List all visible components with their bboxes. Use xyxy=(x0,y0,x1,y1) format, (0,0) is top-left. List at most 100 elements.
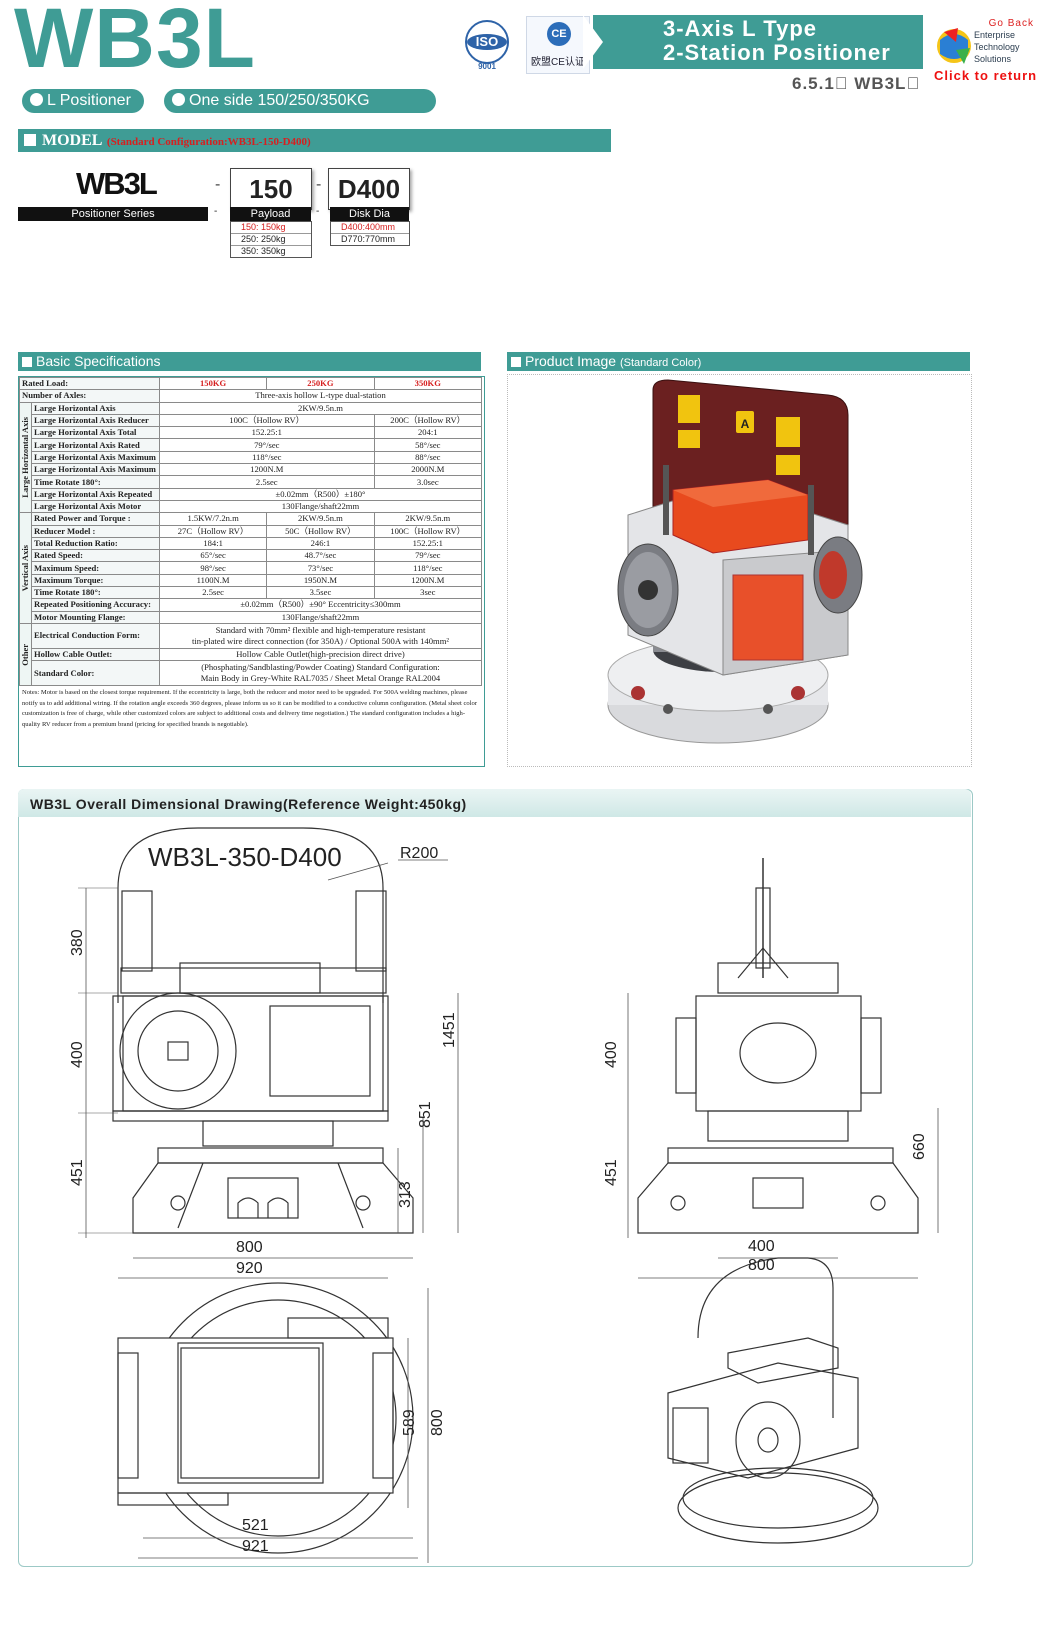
side-dim-400-width: 400 xyxy=(748,1238,775,1255)
spec-value: ±0.02mm（R500）±90° Eccentricity≤300mm xyxy=(158,598,483,612)
goback-line-1: Enterprise xyxy=(974,30,1016,40)
dimension-title-bar xyxy=(18,789,971,817)
spec-label: Repeated Positioning Accuracy: xyxy=(31,598,160,612)
spec-label: Large Horizontal Axis Total xyxy=(31,426,160,440)
spec-value: tin-plated wire direct connection (for 3… xyxy=(191,635,449,646)
spec-value: 98°/sec xyxy=(158,561,268,575)
iso-number: 9001 xyxy=(478,62,496,70)
pill-l-positioner: L Positioner xyxy=(22,89,144,113)
spec-value: 1200N.M xyxy=(373,573,483,588)
section-code: 6.5.1  WB3L  xyxy=(792,74,921,93)
spec-value: 79°/sec xyxy=(158,438,375,452)
spec-value: 200C（Hollow RV） xyxy=(373,413,483,428)
title-banner-notch xyxy=(583,15,603,69)
spec-label: Large Horizontal Axis Motor xyxy=(31,499,160,514)
spec-value: 58°/sec xyxy=(373,438,483,452)
spec-value: 73°/sec xyxy=(266,561,375,575)
spec-value: 2.5sec xyxy=(158,586,268,600)
goback-line-2: Technology xyxy=(974,42,1020,52)
spec-value: 100C（Hollow RV） xyxy=(158,413,375,428)
payload-code-box: 150 xyxy=(230,168,312,210)
square-bullet-icon xyxy=(22,357,32,367)
spec-label: Large Horizontal Axis Rated xyxy=(31,438,160,452)
product-image-frame: A xyxy=(507,374,972,767)
group-large-horizontal-label: Large Horizontal Axis xyxy=(20,417,31,498)
dash: - xyxy=(215,176,221,193)
spec-value: 2000N.M xyxy=(373,463,483,477)
group-other-label: Other xyxy=(20,643,31,666)
spec-value: 65°/sec xyxy=(158,549,268,563)
spec-value: 50C（Hollow RV） xyxy=(266,524,375,538)
spec-value: 118°/sec xyxy=(373,561,483,575)
payload-option: 250: 250kg xyxy=(231,234,311,246)
dash: - xyxy=(214,206,218,217)
goback-line-3: Solutions xyxy=(974,54,1012,64)
spec-label: Maximum Speed: xyxy=(31,561,160,575)
spec-value: 130Flange/shaft22mm xyxy=(158,610,483,624)
square-bullet-icon xyxy=(24,134,36,146)
dim-400: 400 xyxy=(69,1041,86,1068)
title-banner xyxy=(593,15,923,69)
model-section-bar: MODEL (Standard Configuration:WB3L-150-D… xyxy=(18,129,611,152)
spec-value: Hollow Cable Outlet(high-precision direc… xyxy=(158,647,483,662)
spec-value: 2KW/9.5n.m xyxy=(266,512,375,526)
spec-value: 2.5sec xyxy=(158,475,375,489)
spec-notes: Notes: Motor is based on the closest tor… xyxy=(22,689,478,729)
dim-920: 920 xyxy=(236,1260,263,1277)
side-dim-400: 400 xyxy=(603,1041,620,1068)
spec-label: Large Horizontal Axis xyxy=(31,401,160,415)
spec-value: 88°/sec xyxy=(373,450,483,465)
spec-value: 27C（Hollow RV） xyxy=(158,524,268,538)
load-column-250: 250KG xyxy=(266,376,375,391)
series-label-bar: Positioner Series xyxy=(18,207,208,221)
spec-value: 1950N.M xyxy=(266,573,375,588)
spec-label: Rated Speed: xyxy=(31,549,160,563)
bullet-icon xyxy=(172,93,185,106)
spec-value: 1.5KW/7.2n.m xyxy=(158,512,268,526)
disk-option: D400:400mm xyxy=(331,222,409,234)
group-other: Other xyxy=(19,622,32,687)
dim-451: 451 xyxy=(69,1159,86,1186)
spec-value: 130Flange/shaft22mm xyxy=(158,499,483,514)
payload-option: 350: 350kg xyxy=(241,246,286,256)
top-dim-589: 589 xyxy=(401,1409,418,1436)
spec-value: 152.25:1 xyxy=(158,426,375,440)
spec-label: Maximum Torque: xyxy=(31,573,160,588)
spec-value: 1200N.M xyxy=(158,463,375,477)
spec-value: 246:1 xyxy=(266,536,375,551)
bullet-icon xyxy=(30,93,43,106)
load-column-150: 150KG xyxy=(158,376,268,391)
go-back-link[interactable]: Go Back Enterprise Technology Solutions xyxy=(930,14,1038,76)
spec-value: 100C（Hollow RV） xyxy=(373,524,483,538)
spec-value: Standard with 70mm² flexible and high-te… xyxy=(215,624,426,635)
spec-label: Standard Color: xyxy=(31,660,160,687)
spec-label: Rated Power and Torque : xyxy=(31,512,160,526)
click-to-return-link[interactable]: Click to return xyxy=(934,68,1038,83)
dimension-title: WB3L Overall Dimensional Drawing(Referen… xyxy=(30,796,467,812)
title-line-2: 2-Station Positioner xyxy=(663,40,891,65)
spec-section-bar: Basic Specifications xyxy=(18,352,481,371)
spec-label: Electrical Conduction Form: xyxy=(31,622,160,649)
model-series-code: WB3L xyxy=(76,166,158,201)
rated-load-label: Rated Load: xyxy=(19,376,160,391)
spec-label: Large Horizontal Axis Repeated xyxy=(31,487,160,501)
spec-value: 3.0sec xyxy=(373,475,483,489)
radius-label: R200 xyxy=(400,845,438,862)
spec-value: Main Body in Grey-White RAL7035 / Sheet … xyxy=(200,673,441,684)
top-dim-521: 521 xyxy=(242,1517,269,1534)
brand-title: WB3L xyxy=(14,0,256,85)
side-dim-660: 660 xyxy=(911,1133,928,1160)
model-label: MODEL xyxy=(42,132,103,149)
spec-value: ±0.02mm（R500）±180° xyxy=(158,487,483,501)
spec-label: Time Rotate 180°: xyxy=(31,586,160,600)
group-large-horizontal: Large Horizontal Axis xyxy=(19,401,32,514)
spec-table: Rated Load: 150KG 250KG 350KG Number of … xyxy=(18,376,485,767)
globe-logo-icon xyxy=(937,28,971,64)
spec-section-title: Basic Specifications xyxy=(36,353,161,369)
spec-value: 79°/sec xyxy=(373,549,483,563)
ce-mark-icon: CE xyxy=(547,22,571,46)
spec-value: 2KW/9.5n.m xyxy=(158,401,483,415)
spec-label: Large Horizontal Axis Maximum xyxy=(31,450,160,465)
spec-value: 48.7°/sec xyxy=(266,549,375,563)
disk-label-bar: Disk Dia xyxy=(330,207,409,221)
